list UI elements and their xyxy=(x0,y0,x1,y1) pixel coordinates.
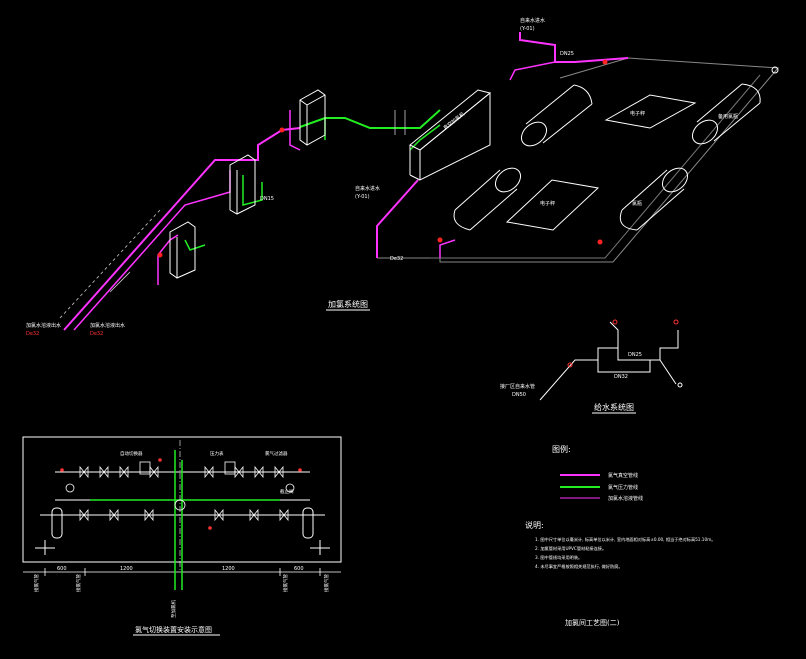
unit-label: De32 xyxy=(390,256,403,262)
notes-heading: 说明: xyxy=(525,520,544,530)
scale-1 xyxy=(604,94,697,129)
vacuum-line-2 xyxy=(73,170,231,331)
pressure-line-1 xyxy=(299,109,441,129)
pipe-out-1-size: De32 xyxy=(26,331,39,337)
cylinder-3 xyxy=(619,167,689,231)
sheet-title: 加氯间工艺图(二) xyxy=(565,618,620,627)
cylinder-1 xyxy=(520,84,593,147)
scale-label-1: 电子秤 xyxy=(630,110,645,117)
legend-label-1: 氯气真空管线 xyxy=(608,472,638,479)
valve-mark-2 xyxy=(157,252,163,258)
device-label-c: 氯气过滤器 xyxy=(265,450,288,457)
valve-mark-6 xyxy=(771,66,779,74)
water-dn-2: DN25 xyxy=(628,352,642,358)
dim-2: 1200 xyxy=(120,566,133,572)
tag-red-2 xyxy=(158,458,162,462)
vacuum-line-6 xyxy=(439,239,456,258)
leader-1 xyxy=(59,209,161,319)
water-line-4 xyxy=(659,359,677,385)
dim-3: 1200 xyxy=(222,566,235,572)
scale-label-2: 电子秤 xyxy=(540,200,555,207)
water-dn-1: DN32 xyxy=(614,374,628,380)
chlorinator-box-3 xyxy=(169,221,196,279)
device-label-d: 截止阀 xyxy=(280,488,294,495)
tag-red-3 xyxy=(298,468,302,472)
pressure-line-4 xyxy=(184,239,206,251)
valve-row xyxy=(65,461,295,522)
note-4: 4. 未尽事宜严格按照相关规范执行, 做好防腐。 xyxy=(535,563,623,570)
note-1: 1. 图中尺寸单位以毫米计, 标高单位以米计, 室内地面相对标高±0.00, 相… xyxy=(535,536,715,543)
cylinder-2 xyxy=(453,167,522,231)
water-valve-4 xyxy=(677,382,683,388)
chlorination-system-diagram: 加氯水溶液出水 De32 加氯水溶液出水 De32 自来水进水 (Y-01) 自… xyxy=(26,17,780,337)
chlorinator-box-1 xyxy=(299,89,326,146)
vacuum-line-main xyxy=(63,127,301,331)
pipe-out-1-label: 加氯水溶液出水 xyxy=(26,322,61,329)
top-diagram-title: 加氯系统图 xyxy=(328,299,368,309)
ejector-label: 真空加氯机 xyxy=(442,111,466,132)
bottom-text-1: 接氯气管 xyxy=(33,574,40,592)
legend-heading: 图例: xyxy=(552,444,571,454)
valve-mark-1 xyxy=(279,127,285,133)
bottom-text-3: 至加氯机 xyxy=(170,600,177,618)
end-cylinder-left xyxy=(51,507,63,539)
tag-red-4 xyxy=(208,526,212,530)
device-label-a: 自动切换器 xyxy=(120,450,143,457)
inlet-mid-label: 自来水进水 xyxy=(355,185,380,192)
pipe-out-2-size: De32 xyxy=(90,331,103,337)
cylinder-label-1: 备用氯瓶 xyxy=(718,113,738,120)
water-line-2 xyxy=(609,321,619,348)
dim-1: 600 xyxy=(57,566,67,572)
vacuum-line-7 xyxy=(289,110,301,151)
water-supply-diagram: 接厂区自来水管 DN50 DN32 DN25 给水系统图 xyxy=(500,319,683,414)
note-3: 3. 图中管线均采用明装。 xyxy=(535,554,582,561)
legend-label-3: 加氯水溶液管线 xyxy=(608,495,643,502)
valve-mark-5 xyxy=(597,239,603,245)
legend-label-2: 氯气压力管线 xyxy=(608,484,638,491)
water-line-3 xyxy=(597,360,651,373)
chlorinator-box-2 xyxy=(229,154,256,215)
bottom-text-2: 接氯气管 xyxy=(75,574,82,592)
dim-4: 600 xyxy=(294,566,304,572)
vacuum-line-3 xyxy=(157,234,179,285)
water-inlet-size: DN50 xyxy=(512,392,526,398)
vacuum-line-4 xyxy=(376,179,419,258)
dn-label-a: DN15 xyxy=(260,196,274,202)
pipe-out-2-label: 加氯水溶液出水 xyxy=(90,322,125,329)
water-diagram-title: 给水系统图 xyxy=(594,402,634,412)
bottom-text-5: 接氯气管 xyxy=(323,574,330,592)
tag-red-1 xyxy=(60,468,64,472)
inlet-top-size: (Y-01) xyxy=(520,26,535,32)
bottom-diagram-title: 氯气切换装置安装示意图 xyxy=(135,625,212,634)
dn-label-b: DN25 xyxy=(560,51,574,57)
cylinder-label-2: 氯瓶 xyxy=(632,200,642,207)
legend: 图例: 氯气真空管线 氯气压力管线 加氯水溶液管线 xyxy=(552,444,643,502)
water-line-main xyxy=(539,330,679,401)
water-valve-1 xyxy=(567,362,573,368)
water-valve-3 xyxy=(673,319,679,325)
inlet-top-label: 自来水进水 xyxy=(520,17,545,24)
vacuum-line-5 xyxy=(519,32,629,63)
ejector-box xyxy=(409,89,492,181)
valve-mark-4 xyxy=(602,59,608,65)
scale-2 xyxy=(505,179,600,231)
device-label-b: 压力表 xyxy=(210,450,224,457)
valve-mark-3 xyxy=(437,237,443,243)
leader-2 xyxy=(109,271,131,293)
platform-outline-2 xyxy=(430,74,761,259)
end-cylinder-right xyxy=(302,507,314,539)
bottom-text-4: 接氯气管 xyxy=(282,574,289,592)
inlet-mid-size: (Y-01) xyxy=(355,194,370,200)
platform-outline xyxy=(377,57,780,263)
pressure-line-3 xyxy=(242,175,263,206)
switching-device-diagram: 600 1200 1200 600 xyxy=(22,436,342,636)
note-2: 2. 加氯管材采用UPVC管材粘接连接。 xyxy=(535,545,606,552)
vacuum-line-8 xyxy=(509,61,556,81)
cylinder-4 xyxy=(691,83,761,145)
water-inlet-label: 接厂区自来水管 xyxy=(500,383,535,390)
water-valve-2 xyxy=(612,319,618,325)
notes: 说明: 1. 图中尺寸单位以毫米计, 标高单位以米计, 室内地面相对标高±0.0… xyxy=(525,520,715,570)
